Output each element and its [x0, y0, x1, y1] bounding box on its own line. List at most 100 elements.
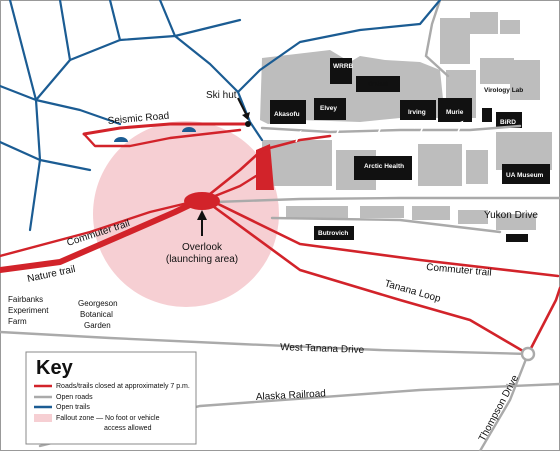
trail-north-east — [236, 0, 442, 94]
label-overlook: Overlook — [182, 242, 223, 253]
commuter-trail-west — [0, 197, 203, 273]
closed-road-to-campus — [203, 134, 332, 200]
label-seismic-road: Seismic Road — [107, 111, 169, 127]
label-wrrb: WRRB — [333, 63, 354, 70]
thompson-intersection — [520, 346, 536, 362]
label-fairbanks-2: Experiment — [8, 306, 49, 315]
campus-walkway-arrows — [289, 120, 464, 143]
label-bird: BiRD — [500, 119, 516, 126]
trail-north-spur-2 — [108, 0, 122, 42]
building-ua-museum — [502, 164, 550, 184]
named-buildings — [270, 58, 550, 242]
trail-west-vertical — [8, 0, 42, 232]
trail-north-spur — [58, 0, 72, 62]
label-commuter-trail-east: Commuter trail — [426, 262, 492, 279]
label-overlook-sub: (launching area) — [166, 254, 238, 265]
key-open-roads-label: Open roads — [56, 394, 93, 401]
building-south-3 — [412, 206, 450, 220]
label-elvey: Elvey — [320, 105, 337, 112]
building-south-1 — [286, 206, 348, 218]
tanana-loop-east — [526, 286, 560, 356]
tanana-loop — [208, 202, 530, 356]
building-small-se — [506, 234, 528, 242]
building-virology-block — [482, 108, 492, 122]
open-road-north — [424, 0, 450, 78]
label-yukon-drive: Yukon Drive — [484, 210, 538, 221]
label-akasofu: Akasofu — [274, 111, 300, 118]
closed-road-short — [208, 174, 258, 200]
label-fairbanks-1: Fairbanks — [8, 295, 43, 304]
label-tanana-loop: Tanana Loop — [383, 278, 442, 305]
closed-parking-area — [256, 144, 274, 190]
building-mid-3 — [466, 150, 488, 184]
overlook-marker — [184, 192, 220, 210]
key-fallout-label-2: access allowed — [104, 425, 152, 432]
label-alaska-railroad: Alaska Railroad — [256, 388, 327, 403]
label-georgeson-2: Botanical — [80, 310, 113, 319]
building-south-4 — [458, 210, 488, 224]
overlook-arrow-head — [197, 210, 207, 220]
open-trails — [0, 0, 442, 232]
building-ne-6 — [510, 60, 540, 100]
building-bird — [496, 112, 522, 128]
trail-west-lower — [0, 140, 92, 172]
walkway-arrow-1 — [289, 130, 302, 143]
ski-hut-arrow-head — [242, 112, 250, 120]
building-ne-1 — [440, 18, 470, 64]
walkway-arrow-5 — [451, 120, 464, 133]
key-closed-label: Roads/trails closed at approximately 7 p… — [56, 383, 190, 390]
label-ski-hut: Ski hut — [206, 90, 237, 101]
seismic-road-loop — [82, 128, 242, 148]
label-virology-lab: Virology Lab — [484, 87, 523, 94]
west-tanana-drive-road — [0, 330, 530, 356]
label-arctic-health: Arctic Health — [364, 163, 404, 170]
label-butrovich: Butrovich — [318, 230, 348, 237]
seismic-dishes — [114, 127, 196, 142]
label-fairbanks-3: Farm — [8, 317, 27, 326]
walkway-arrow-2 — [329, 124, 342, 137]
key-open-trails-label: Open trails — [56, 404, 90, 411]
walkway-arrow-3 — [371, 122, 384, 135]
label-west-tanana-drive: West Tanana Drive — [280, 342, 365, 356]
building-arctic-health — [354, 156, 412, 180]
closed-roads — [0, 122, 560, 356]
building-south-2 — [360, 206, 404, 218]
label-georgeson-3: Garden — [84, 321, 111, 330]
building-elvey — [314, 98, 346, 120]
building-ne-3 — [500, 20, 520, 34]
building-block-core — [260, 50, 445, 124]
nature-trail — [0, 198, 202, 258]
walkway-arrow-4 — [413, 122, 426, 135]
label-thompson-drive: Thompson Drive — [477, 373, 521, 443]
building-museum-area — [496, 132, 552, 170]
trail-west-connector — [0, 84, 122, 126]
commuter-trail-east — [208, 198, 560, 278]
building-ne-5 — [480, 58, 514, 84]
building-mid-2 — [418, 144, 462, 186]
key-title: Key — [36, 357, 74, 379]
trail-north-spur-3 — [158, 0, 177, 38]
label-irving: Irving — [408, 109, 426, 116]
building-irving — [400, 100, 436, 120]
building-south-5 — [496, 214, 536, 230]
fallout-zone — [93, 121, 279, 307]
thompson-drive-road — [478, 352, 530, 451]
label-ua-museum: UA Museum — [506, 172, 544, 179]
building-akasofu — [270, 100, 306, 124]
building-oneill — [356, 76, 400, 92]
building-murie — [438, 98, 472, 122]
building-wrrb — [330, 58, 352, 84]
map-key: Key Roads/trails closed at approximately… — [25, 351, 197, 445]
label-murie: Murie — [446, 109, 464, 116]
key-box — [25, 351, 197, 445]
seismic-road — [82, 122, 247, 136]
open-road-south-campus — [270, 216, 502, 234]
key-fallout-swatch — [34, 414, 52, 422]
building-ne-2 — [470, 12, 498, 34]
ski-hut-arrow — [237, 97, 248, 117]
open-road-campus-inner — [260, 124, 522, 134]
ski-hut-marker — [245, 121, 251, 127]
building-butrovich — [314, 226, 354, 240]
